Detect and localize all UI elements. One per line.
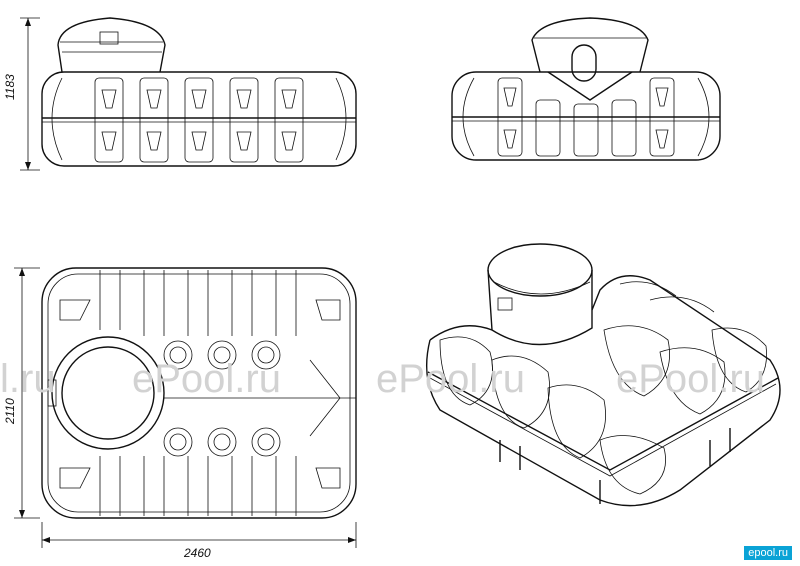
- isometric-view: [425, 243, 781, 507]
- width-dimension-label: 2460: [183, 546, 211, 560]
- height-dimension-label: 1183: [3, 74, 17, 100]
- watermarks: l.ru ePool.ru ePool.ru ePool.ru: [0, 357, 765, 401]
- watermark-1: ePool.ru: [132, 357, 281, 401]
- depth-dimension-label: 2110: [3, 398, 17, 425]
- width-dimension: 2460: [41, 522, 357, 560]
- height-dimension: 1183: [3, 17, 40, 171]
- front-view: 1183: [3, 17, 357, 171]
- watermark-2: ePool.ru: [376, 357, 525, 401]
- top-view: 2110 2460: [3, 267, 357, 560]
- depth-dimension: 2110: [3, 267, 40, 519]
- side-view: [451, 17, 721, 161]
- brand-badge[interactable]: epool.ru: [744, 546, 792, 560]
- watermark-3: ePool.ru: [616, 357, 765, 401]
- watermark-left: l.ru: [0, 357, 56, 401]
